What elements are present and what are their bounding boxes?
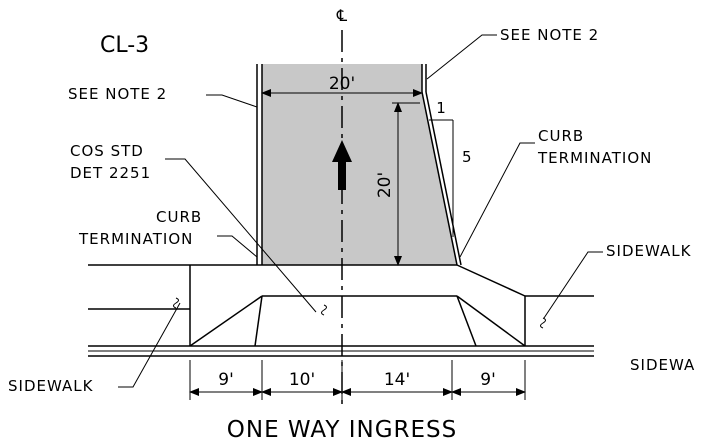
see-note-right-label: SEE NOTE 2 xyxy=(500,26,599,44)
curb-term-left-line2: TERMINATION xyxy=(78,230,193,248)
leader-sidewalk-right xyxy=(543,251,603,319)
leader-curb-term-left xyxy=(217,235,258,258)
apron-left-inner xyxy=(254,295,263,347)
curb-term-right-line1: CURB xyxy=(538,127,584,145)
sidewalk-left-label: SIDEWALK xyxy=(8,377,94,395)
driveway-pavement xyxy=(262,64,457,265)
leader-see-note-right xyxy=(426,34,497,80)
dim-bottom-label-1: 9' xyxy=(218,370,234,390)
cos-std-line2: DET 2251 xyxy=(70,164,151,182)
detail-id-label: CL-3 xyxy=(100,33,149,58)
dim-driveway-depth-label: 20' xyxy=(375,172,395,198)
cos-std-line1: COS STD xyxy=(70,142,144,160)
drawing-title: ONE WAY INGRESS xyxy=(227,417,457,443)
taper-rise-label: 1 xyxy=(436,99,446,117)
up-arrow-icon xyxy=(332,140,352,190)
sidewalk-cut-label: SIDEWA xyxy=(630,356,695,374)
leader-see-note-left xyxy=(206,94,258,108)
break-symbol-left xyxy=(173,297,179,309)
break-symbol-center xyxy=(321,304,327,316)
leader-curb-term-right xyxy=(459,142,535,258)
apron-right-inner xyxy=(456,295,477,347)
sidewalk-right-label: SIDEWALK xyxy=(606,242,692,260)
leader-cos-std xyxy=(165,158,317,313)
curb-term-right-line2: TERMINATION xyxy=(537,149,652,167)
dim-driveway-width-label: 20' xyxy=(329,74,355,94)
driveway-right-taper-outer xyxy=(425,91,462,266)
leader-sidewalk-left xyxy=(118,302,181,388)
break-symbol-right xyxy=(540,317,546,329)
apron-right-outer xyxy=(456,295,526,347)
see-note-left-label: SEE NOTE 2 xyxy=(68,85,167,103)
bottom-dimension-chain xyxy=(189,360,526,400)
apron-left-outer xyxy=(189,295,263,347)
taper-run-label: 5 xyxy=(462,148,472,166)
dim-bottom-label-3: 14' xyxy=(384,370,410,390)
driveway-right-taper xyxy=(421,91,458,266)
curb-term-left-line1: CURB xyxy=(156,208,202,226)
dim-bottom-label-4: 9' xyxy=(480,370,496,390)
centerline-symbol: ℄ xyxy=(336,6,348,25)
dim-bottom-label-2: 10' xyxy=(289,370,315,390)
curb-return-right xyxy=(456,264,526,297)
